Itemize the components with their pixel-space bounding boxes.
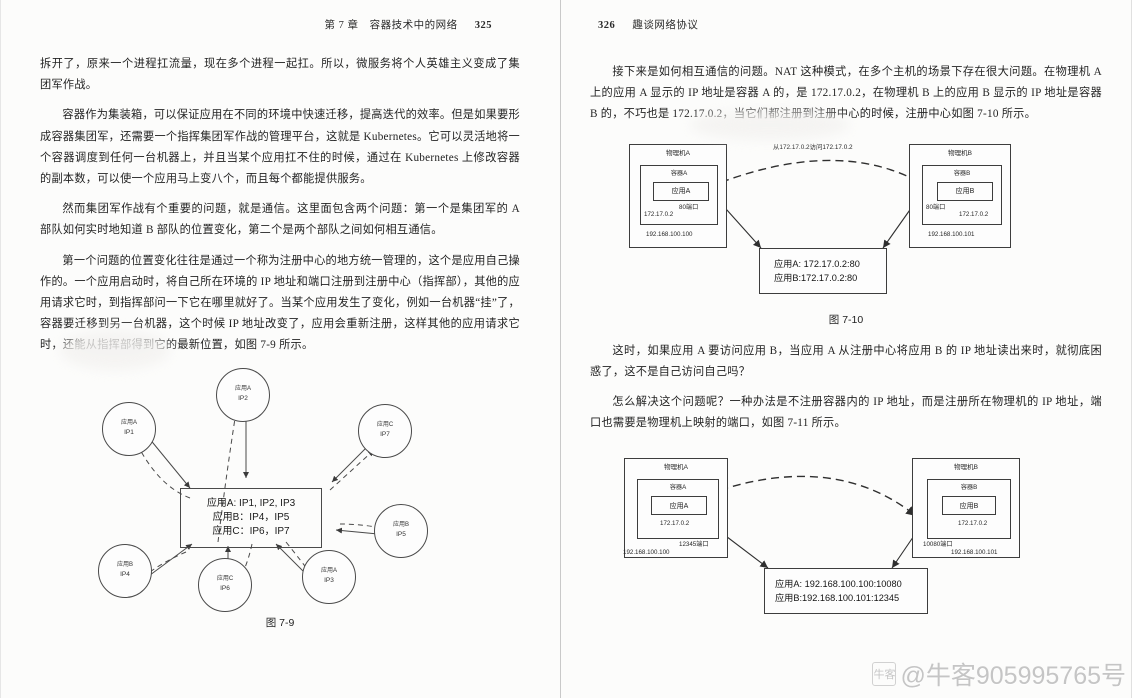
right-running-head: 326 趣谈网络协议 <box>590 0 1102 32</box>
container-a-box: 容器A 应用A 80端口 172.17.0.2 <box>640 164 718 225</box>
container-b-ip: 172.17.0.2 <box>959 210 989 218</box>
node-ip-label: IP1 <box>124 429 134 437</box>
host-a-ip: 192.168.100.100 <box>623 549 670 557</box>
container-a-label: 容器A <box>670 169 688 177</box>
figure-node: 应用A IP1 <box>102 401 156 456</box>
paragraph: 怎么解决这个问题呢？一种办法是不注册容器内的 IP 地址，而是注册所在物理机的 … <box>590 396 1102 430</box>
registry-line: 应用A: 172.17.0.2:80 <box>774 258 860 269</box>
container-a-label: 容器A <box>669 484 687 492</box>
container-a-ip: 172.17.0.2 <box>660 520 690 528</box>
figure-node: 应用C IP7 <box>358 403 412 458</box>
container-b-ip: 172.17.0.2 <box>958 520 988 528</box>
registry-line: 应用B：IP4，IP5 <box>212 511 290 523</box>
figure-node: 应用B IP5 <box>374 503 428 558</box>
registry-line: 应用B:192.168.100.101:12345 <box>775 593 900 604</box>
left-page: 第 7 章 容器技术中的网络 325 拆开了，原来一个进程扛流量，现在多个进程一… <box>0 0 560 698</box>
node-app-label: 应用A <box>234 386 251 393</box>
app-b-box: 应用B <box>937 181 993 201</box>
host-b-box: 物理机B 容器B 应用B 172.17.0.2 10080端口 192.168.… <box>912 458 1020 559</box>
app-b-box: 应用B <box>942 496 996 516</box>
figure-node: 应用C IP6 <box>198 557 252 612</box>
right-page: 326 趣谈网络协议 接下来是如何相互通信的问题。NAT 这种模式，在多个主机的… <box>560 0 1132 698</box>
host-a-label: 物理机A <box>666 149 690 157</box>
node-app-label: 应用A <box>320 568 337 575</box>
host-b-label: 物理机B <box>954 464 978 472</box>
app-a-label: 应用A <box>671 188 691 196</box>
watermark-text: @牛客905995765号 <box>900 662 1126 690</box>
registry-box-7-10: 应用A: 172.17.0.2:80 应用B:172.17.0.2:80 <box>759 247 887 294</box>
host-b-label: 物理机B <box>948 149 972 157</box>
node-ip-label: IP5 <box>396 531 406 539</box>
app-a-box: 应用A <box>653 181 709 201</box>
paragraph: 第一个问题的位置变化往往是通过一个称为注册中心的地方统一管理的，这个是应用自己操… <box>40 254 520 352</box>
container-b-box: 容器B 应用B 172.17.0.2 <box>927 479 1011 540</box>
registry-box: 应用A: IP1, IP2, IP3 应用B：IP4，IP5 应用C：IP6，I… <box>180 487 322 548</box>
node-app-label: 应用C <box>216 576 234 583</box>
node-ip-label: IP6 <box>220 585 230 593</box>
host-a-port: 12345端口 <box>679 541 709 549</box>
host-b-box: 物理机B 容器B 应用B 80端口 172.17.0.2 192.168.100… <box>909 143 1011 248</box>
registry-line: 应用B:172.17.0.2:80 <box>774 272 858 283</box>
host-b-ip: 192.168.100.101 <box>951 549 998 557</box>
node-app-label: 应用C <box>376 422 394 429</box>
host-a-label: 物理机A <box>664 464 688 472</box>
paragraph: 容器作为集装箱，可以保证应用在不同的环境中快速迁移，提高迭代的效率。但是如果要形… <box>40 109 520 186</box>
paragraph: 这时，如果应用 A 要访问应用 B，当应用 A 从注册中心将应用 B 的 IP … <box>590 344 1102 378</box>
registry-box-7-11: 应用A: 192.168.100.100:10080 应用B:192.168.1… <box>764 568 928 615</box>
container-b-label: 容器B <box>960 484 978 492</box>
watermark-badge: 牛客 <box>872 662 897 686</box>
scan-artifact <box>690 110 850 140</box>
left-page-edge <box>0 0 1 698</box>
node-app-label: 应用B <box>116 562 133 569</box>
left-page-number: 325 <box>474 20 492 31</box>
figure-node: 应用B IP4 <box>98 543 152 598</box>
left-page-body: 拆开了，原来一个进程扛流量，现在多个进程一起扛。所以，微服务将个人英雄主义变成了… <box>40 54 520 357</box>
figure-node: 应用A IP3 <box>302 549 356 604</box>
left-running-head: 第 7 章 容器技术中的网络 325 <box>40 0 520 32</box>
page-gutter-divider <box>560 0 561 698</box>
node-app-label: 应用A <box>120 420 137 427</box>
container-b-label: 容器B <box>953 169 971 177</box>
host-b-port: 80端口 <box>926 203 946 211</box>
node-ip-label: IP3 <box>324 577 334 585</box>
node-ip-label: IP7 <box>380 431 390 439</box>
paragraph: 拆开了，原来一个进程扛流量，现在多个进程一起扛。所以，微服务将个人英雄主义变成了… <box>40 58 520 92</box>
node-ip-label: IP4 <box>120 571 130 579</box>
host-b-ip: 192.168.100.101 <box>928 230 975 238</box>
app-a-box: 应用A <box>651 496 707 516</box>
registry-line: 应用A: IP1, IP2, IP3 <box>206 497 296 509</box>
arrow-label: 从172.17.0.2访问172.17.0.2 <box>773 143 853 151</box>
host-a-port: 80端口 <box>679 203 699 211</box>
app-b-label: 应用B <box>955 188 975 196</box>
running-head-title: 容器技术中的网络 <box>369 20 458 31</box>
container-a-box: 容器A 应用A 172.17.0.2 <box>637 479 719 540</box>
host-b-port: 10080端口 <box>923 541 953 549</box>
host-a-box: 物理机A 容器A 应用A 172.17.0.2 12345端口 192.168.… <box>623 458 728 559</box>
container-a-ip: 172.17.0.2 <box>644 210 674 218</box>
node-app-label: 应用B <box>392 522 409 529</box>
node-ip-label: IP2 <box>238 395 248 403</box>
registry-line: 应用A: 192.168.100.100:10080 <box>775 579 902 590</box>
host-a-ip: 192.168.100.100 <box>646 230 693 238</box>
scan-artifact <box>60 330 170 370</box>
figure-7-10-caption: 图 7-10 <box>828 313 864 326</box>
figure-7-11: 物理机A 容器A 应用A 172.17.0.2 12345端口 192.168.… <box>616 446 1076 616</box>
registry-line: 应用C：IP6，IP7 <box>212 525 290 537</box>
app-a-label: 应用A <box>669 502 689 510</box>
paragraph: 接下来是如何相互通信的问题。NAT 这种模式，在多个主机的场景下存在很大问题。在… <box>590 66 1102 121</box>
running-head-title: 趣谈网络协议 <box>632 20 699 31</box>
figure-node: 应用A IP2 <box>216 367 270 422</box>
right-page-number: 326 <box>598 20 616 31</box>
watermark: 牛客 @牛客905995765号 <box>872 656 1126 692</box>
figure-7-10: 物理机A 容器A 应用A 80端口 172.17.0.2 192.168.100… <box>621 140 1071 310</box>
running-head-chapter: 第 7 章 <box>324 20 359 31</box>
container-b-box: 容器B 应用B 80端口 172.17.0.2 <box>922 164 1002 225</box>
app-b-label: 应用B <box>959 502 979 510</box>
right-page-body-2: 这时，如果应用 A 要访问应用 B，当应用 A 从注册中心将应用 B 的 IP … <box>590 341 1102 435</box>
figure-7-9: 应用A IP2 应用A IP1 应用C IP7 应用B IP5 应用B IP4 … <box>40 366 520 612</box>
right-page-body: 接下来是如何相互通信的问题。NAT 这种模式，在多个主机的场景下存在很大问题。在… <box>590 62 1102 126</box>
paragraph: 然而集团军作战有个重要的问题，就是通信。这里面包含两个问题：第一个是集团军的 A… <box>40 203 520 237</box>
figure-7-9-caption: 图 7-9 <box>265 616 295 629</box>
host-a-box: 物理机A 容器A 应用A 80端口 172.17.0.2 192.168.100… <box>629 143 727 248</box>
